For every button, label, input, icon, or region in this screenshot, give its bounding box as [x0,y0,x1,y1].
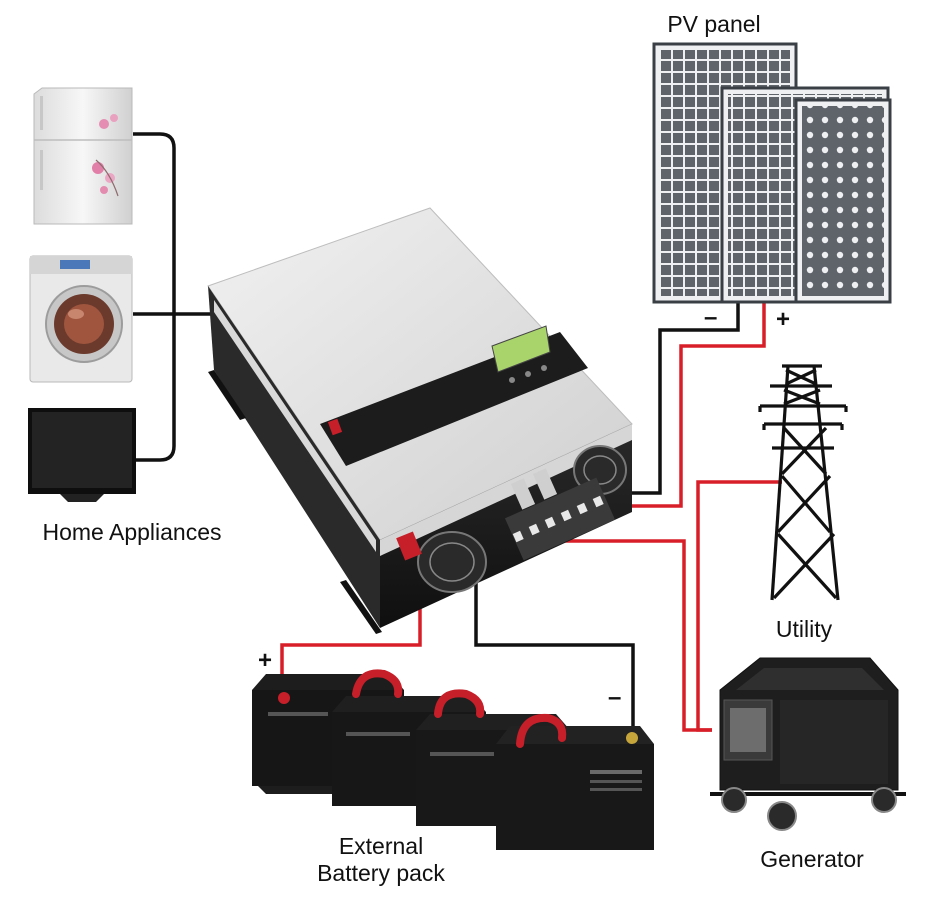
refrigerator-icon [33,87,133,225]
pv-positive-wire [622,300,766,508]
pv-negative-wire [622,300,740,495]
home-appliances-label: Home Appliances [42,519,222,545]
battery-negative-wire [474,528,635,742]
battery-pack-label-line1: External [338,833,424,859]
battery-positive-sign: + [258,647,273,674]
ac-output-wiring [133,132,222,462]
generator-wire [520,539,712,732]
inverter-icon [207,207,633,634]
battery-negative-sign: – [608,684,622,711]
battery-pack-label-line2: Battery pack [317,860,445,886]
battery-icon [252,669,654,850]
solar-panel-icon [652,42,892,304]
generator-label: Generator [760,846,864,872]
generator-icon [710,657,906,831]
utility-label: Utility [775,616,833,642]
transmission-tower-icon [758,364,848,601]
pv-positive-sign: + [776,306,791,333]
television-icon [28,408,136,502]
pv-negative-sign: – [704,304,718,331]
pv-panel-label: PV panel [667,11,761,37]
washing-machine-icon [29,255,133,383]
